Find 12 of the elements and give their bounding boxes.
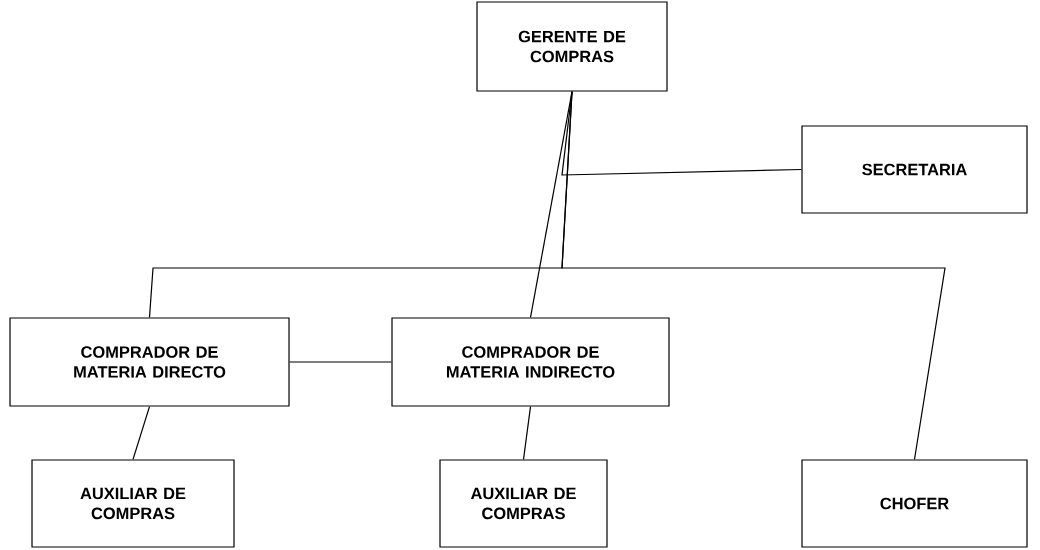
org-box: GERENTE DE COMPRAS	[476, 1, 668, 92]
org-box: SECRETARIA	[801, 125, 1028, 214]
connector-line	[522, 406, 532, 460]
connector-line	[561, 91, 946, 460]
connector-line	[289, 361, 392, 363]
connector-line	[529, 91, 573, 318]
org-box: CHOFER	[801, 459, 1028, 548]
org-box: COMPRADOR DE MATERIA DIRECTO	[9, 317, 290, 407]
org-box: AUXILIAR DE COMPRAS	[31, 459, 235, 548]
connector-line	[132, 406, 151, 460]
org-box: COMPRADOR DE MATERIA INDIRECTO	[391, 317, 670, 407]
org-box: AUXILIAR DE COMPRAS	[439, 459, 608, 548]
